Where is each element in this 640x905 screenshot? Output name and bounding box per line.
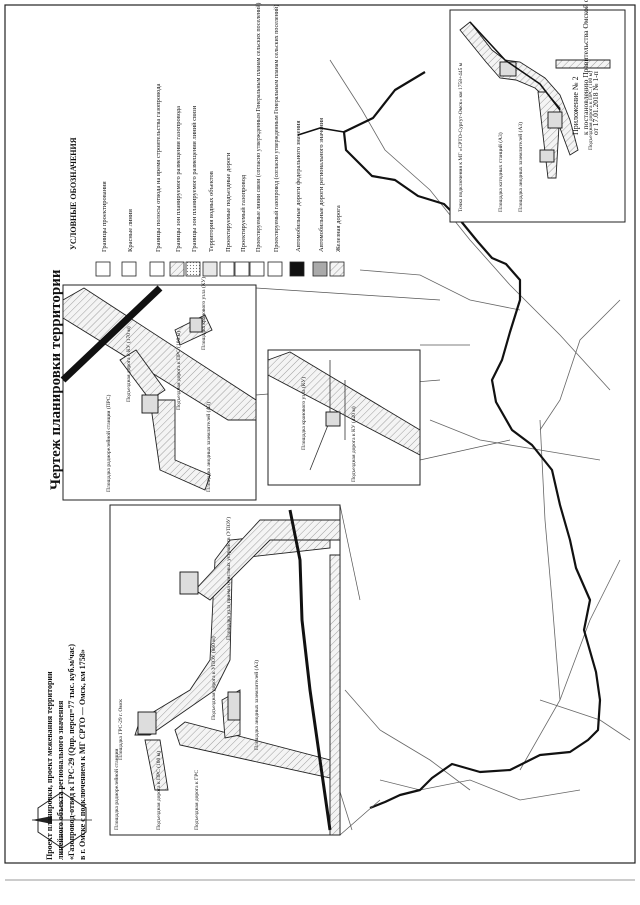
inset-grs-29-content [134, 509, 341, 836]
inset-tie-in-content [459, 21, 611, 179]
gas-pipeline-route [342, 71, 602, 810]
label-radio-relay-low: Площадка радиорелейной станции [113, 748, 120, 830]
appendix-line-1: Приложение № 2 [571, 76, 580, 135]
legend-item-2: Красные линии [127, 209, 134, 252]
appendix-block: Приложение № 2 к постановлению Правитель… [571, 0, 600, 135]
label-tie-in-point: Точка подключения к МГ «СРТО-Сургут-Омск… [458, 62, 464, 212]
legend-item-8: Проектируемый газопровод [240, 174, 247, 252]
label-anode-platform-low: Площадка анодных заземлителей (А3) [253, 660, 260, 750]
label-anode-platform-mid: Площадка анодных заземлителей (А3) [205, 402, 212, 492]
project-title-line-4: в г. Омске с подключением к МГ СРТО — Ом… [78, 649, 87, 860]
label-access-road-prs-low: Подъездная дорога к ПРС (100 м) [155, 751, 162, 830]
label-anode-platform-top: Площадка анодных заземлителей (А3) [517, 122, 524, 212]
project-title-line-3: «Газопровод-отвод к ГРС-29 (Qпр. персп=7… [67, 644, 76, 860]
inset-labels: Точка подключения к МГ «СРТО-Сургут-Омск… [105, 62, 594, 830]
project-title-line-2: линейного объекта регионального значения [56, 700, 65, 860]
legend-item-11: Автомобильные дороги федерального значен… [295, 120, 302, 252]
legend-heading: УСЛОВНЫЕ ОБОЗНАЧЕНИЯ [69, 137, 78, 250]
drawing-frame [4, 4, 636, 864]
label-access-road-grs: Подъездная дорога к ГРС [194, 770, 200, 830]
project-title-line-1: Проект планировки, проект межевания терр… [45, 671, 54, 860]
label-valve-node-ku-3: Площадка кранового узла (КУ) [300, 377, 307, 450]
legend-item-5: Границы зон планируемого размещения лини… [191, 105, 198, 252]
label-access-road-ku-170: Подъездная дорога к КУ (170 м) [125, 326, 132, 402]
legend-items: Границы проектирования Красные линии Гра… [101, 3, 342, 252]
legend-item-4: Границы зон планируемого размещения газо… [175, 106, 182, 252]
north-arrow-icon [32, 786, 92, 854]
label-cathode-platform: Площадка катодных станций (А3) [497, 132, 504, 212]
label-access-road-prs-100: Подъездная дорога к ПРС (100 м) [175, 331, 182, 410]
legend-item-10: Проектируемый газопровод (согласно утвер… [273, 5, 280, 252]
label-pig-receiving: Площадка узла приема очистных устройств … [225, 517, 232, 640]
label-access-road-ku-420: Подъездная дорога к КУ (420 м) [350, 406, 357, 482]
label-radio-relay: Площадка радиорелейной станции (ПРС) [105, 395, 112, 492]
appendix-line-3: от 17.01.2018 № 1-п [591, 71, 600, 135]
inset-valve-ku-420-content [267, 351, 421, 471]
label-valve-node-ku-1: Площадка кранового узла (КУ) [200, 277, 207, 350]
legend-item-7: Проектируемые подъездные дороги [225, 152, 232, 252]
legend-item-9: Проектируемые линии связи (согласно утве… [255, 3, 262, 252]
project-title: Проект планировки, проект межевания терр… [45, 644, 87, 860]
label-grs-site: Площадка ГРС-29 г. Омск [118, 699, 124, 760]
background-lines [299, 59, 631, 831]
railway [60, 285, 163, 383]
label-access-road-upou: Подъездная дорога к УПОУ (860 м) [210, 636, 217, 720]
legend-item-3: Границы полосы отвода на время строитель… [155, 83, 162, 252]
legend-item-12: Автомобильные дороги регионального значе… [318, 118, 325, 252]
appendix-line-2: к постановлению Правительства Омской обл… [581, 0, 590, 135]
map-title: Чертеж планировки территории [48, 269, 64, 490]
label-access-road-prs-top: Подъездная дорога к ПРС (100 м) [587, 71, 594, 150]
legend-item-1: Границы проектирования [101, 181, 108, 252]
inset-valve-ku-170-content [60, 285, 257, 491]
legend-item-6: Территория водных объектов [208, 171, 215, 252]
gas-pipeline-branch [297, 127, 345, 136]
legend [95, 261, 345, 277]
legend-item-13: Железная дорога [335, 205, 342, 252]
